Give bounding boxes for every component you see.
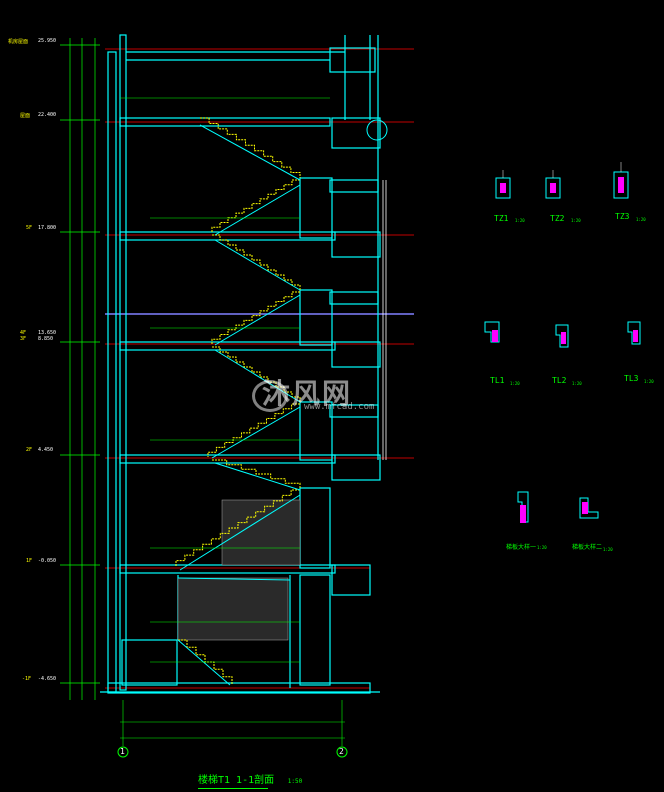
drawing-title-block: 楼梯T1 1-1剖面 1:50 (198, 768, 302, 789)
axis-bubble-right (336, 746, 348, 758)
level-elev: -4.650 (38, 676, 57, 682)
stair-flight-5 (212, 346, 301, 402)
detail-rebar (492, 177, 638, 523)
detail-label: TL1 (490, 376, 505, 385)
watermark-text: 沐风网 (262, 377, 353, 410)
level-name: 1F (26, 558, 33, 564)
title-underline (198, 788, 268, 789)
axis-label-left: 1 (120, 747, 125, 756)
detail-scale: 1:20 (603, 547, 613, 552)
axis-bubble-left (117, 746, 129, 758)
detail-scale: 1:20 (572, 381, 582, 386)
level-elev: 25.950 (38, 38, 57, 44)
stair-flight-1 (200, 117, 301, 178)
level-name: 4F 3F (20, 330, 27, 342)
detail-leaders (502, 162, 622, 178)
level-elev: 22.400 (38, 112, 57, 118)
stair-flight-8 (175, 489, 300, 566)
flight-dimensions (120, 97, 330, 663)
level-elev: 4.450 (38, 447, 54, 453)
detail-label: TZ2 (550, 214, 565, 223)
detail-label: TZ1 (494, 214, 509, 223)
bottom-dimensions (120, 700, 345, 746)
level-elev: -0.050 (38, 558, 57, 564)
window-marks (382, 180, 387, 460)
detail-callout (366, 119, 388, 141)
level-elev: 17.800 (38, 225, 57, 231)
level-name: 机房屋面 (8, 39, 29, 45)
detail-sections (484, 171, 641, 523)
stair-flight-4 (211, 291, 300, 344)
level-name: 2F (26, 447, 33, 453)
axis-label-right: 2 (339, 747, 344, 756)
detail-scale: 1:20 (644, 379, 654, 384)
drawing-scale: 1:50 (287, 778, 303, 785)
walls (100, 34, 381, 694)
detail-scale: 1:20 (571, 218, 581, 223)
brick-infill (177, 499, 301, 641)
detail-label: TL3 (624, 374, 639, 383)
detail-scale: 1:20 (515, 218, 525, 223)
level-name: 屋面 (20, 113, 31, 119)
detail-label: 梯板大样一 (506, 544, 537, 551)
detail-scale: 1:20 (636, 217, 646, 222)
stair-flight-7 (212, 459, 301, 488)
stair-flight-3 (212, 234, 301, 290)
detail-scale: 1:20 (510, 381, 520, 386)
level-name: 5F (26, 225, 33, 231)
detail-label: 梯板大样二 (572, 544, 603, 551)
level-name: -1F (22, 676, 32, 682)
left-dimension-chains (60, 38, 100, 700)
watermark-url: www.mfcad.com (304, 402, 375, 412)
stair-slabs (177, 124, 301, 686)
watermark-logo-icon (252, 380, 288, 412)
floor-gridlines (105, 48, 414, 689)
detail-label: TL2 (552, 376, 567, 385)
level-elev: 13.650 8.850 (38, 330, 57, 342)
drawing-title: 楼梯T1 1-1剖面 (198, 775, 275, 786)
stair-flight-6 (207, 403, 300, 457)
detail-scale: 1:20 (537, 545, 547, 550)
detail-label: TZ3 (615, 212, 630, 221)
stair-flight-2 (211, 179, 300, 232)
